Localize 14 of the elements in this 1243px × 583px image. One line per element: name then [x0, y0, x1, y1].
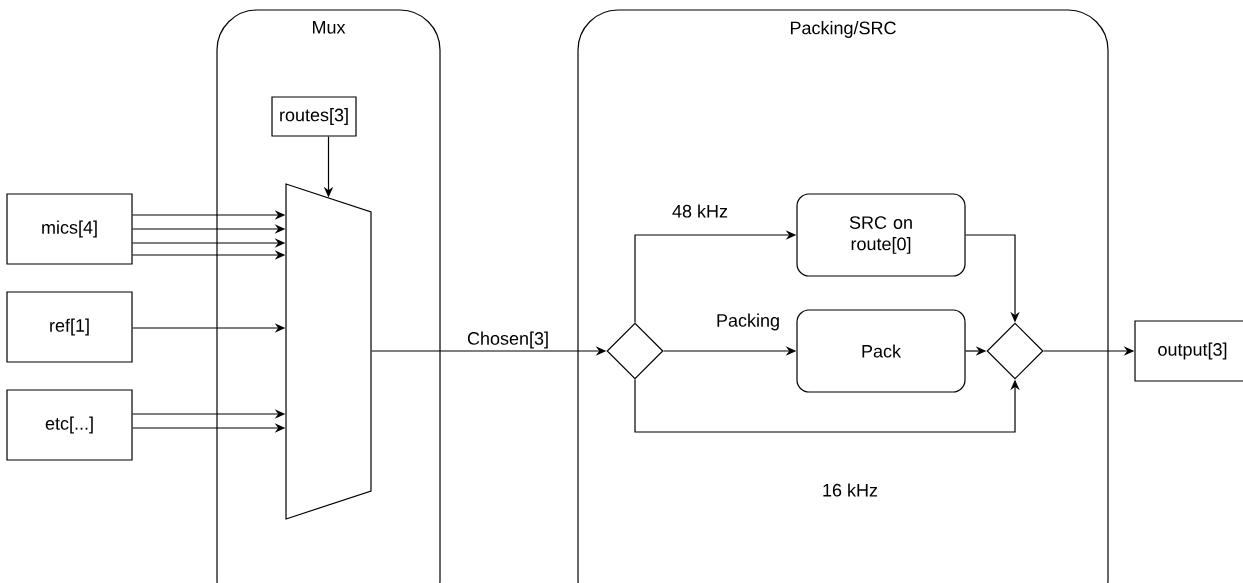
process-box: SRC on route[0]: [796, 193, 966, 277]
block-box: ref[1]: [6, 291, 133, 363]
edge-label: Chosen[3]: [465, 330, 551, 350]
process-box: Pack: [796, 309, 966, 393]
multiplexer-shape: [285, 183, 372, 520]
decision-diamond: [606, 322, 664, 380]
edge-label: 48 kHz: [670, 203, 730, 219]
decision-diamond: [986, 322, 1044, 380]
block-box: routes[3]: [271, 96, 357, 137]
block-box: output[3]: [1134, 320, 1243, 382]
block-box: etc[...]: [6, 389, 133, 461]
edge-label: Packing: [714, 312, 782, 332]
block-box: mics[4]: [6, 193, 133, 265]
edge-label: 16 kHz: [820, 482, 880, 498]
